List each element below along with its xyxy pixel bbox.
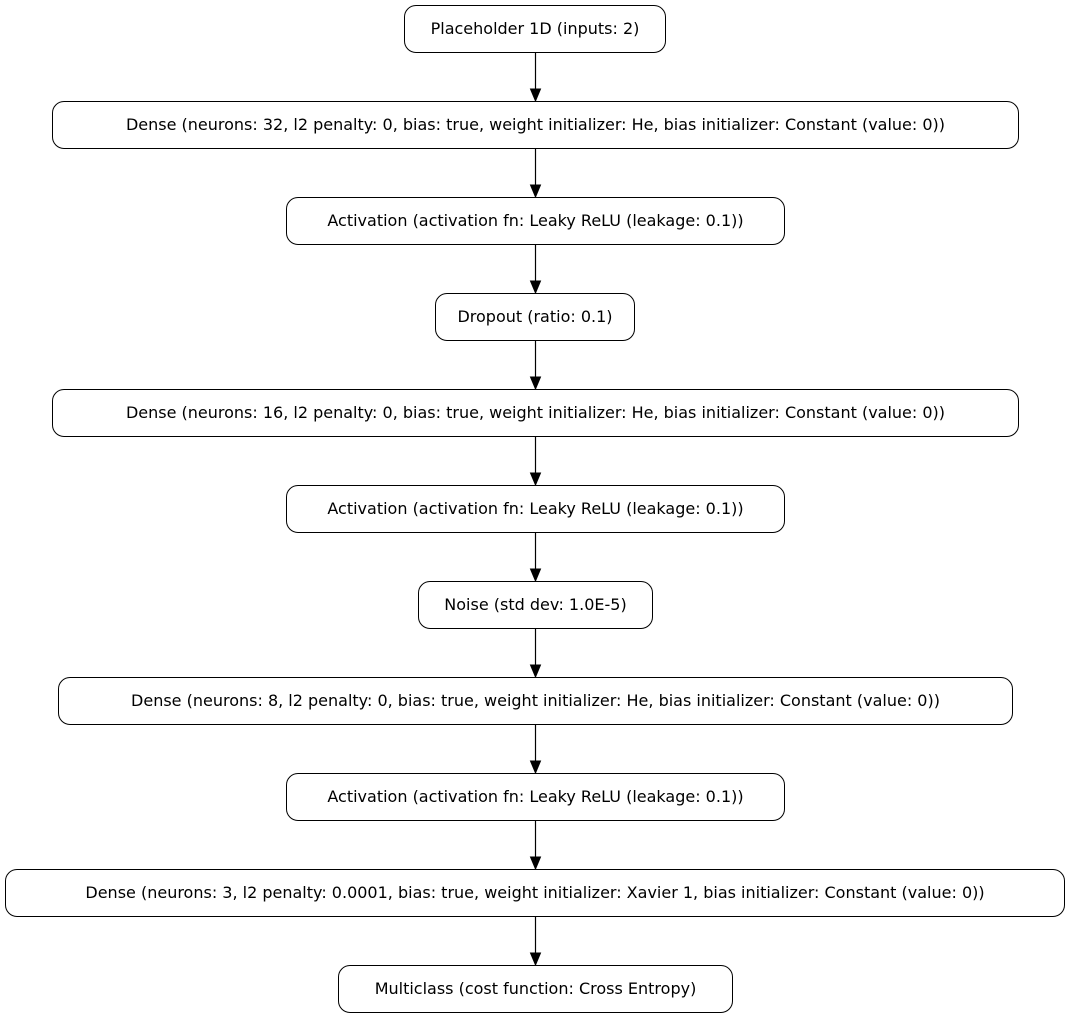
edge-arrow (529, 341, 542, 391)
arrowhead (529, 472, 542, 487)
edge-arrow (529, 245, 542, 295)
edge-arrow (529, 437, 542, 487)
arrowhead (529, 88, 542, 103)
edge-arrow (529, 821, 542, 871)
node-label: Dense (neurons: 8, l2 penalty: 0, bias: … (131, 691, 940, 710)
arrowhead (529, 568, 542, 583)
edge-arrow (529, 149, 542, 199)
node-label: Activation (activation fn: Leaky ReLU (l… (327, 499, 744, 518)
node-label: Activation (activation fn: Leaky ReLU (l… (327, 787, 744, 806)
node-activation-1: Activation (activation fn: Leaky ReLU (l… (286, 197, 785, 245)
node-label: Dense (neurons: 16, l2 penalty: 0, bias:… (125, 403, 946, 422)
node-activation-3: Activation (activation fn: Leaky ReLU (l… (286, 773, 785, 821)
node-label: Multiclass (cost function: Cross Entropy… (374, 979, 697, 998)
node-noise: Noise (std dev: 1.0E-5) (418, 581, 653, 629)
edge-arrow (529, 725, 542, 775)
node-label: Dropout (ratio: 0.1) (457, 307, 613, 326)
node-label: Dense (neurons: 3, l2 penalty: 0.0001, b… (85, 883, 985, 902)
node-label: Activation (activation fn: Leaky ReLU (l… (327, 211, 744, 230)
edge-arrow (529, 917, 542, 967)
node-label: Noise (std dev: 1.0E-5) (444, 595, 627, 614)
arrowhead (529, 184, 542, 199)
edge-arrow (529, 53, 542, 103)
node-dense-32: Dense (neurons: 32, l2 penalty: 0, bias:… (52, 101, 1019, 149)
node-dense-16: Dense (neurons: 16, l2 penalty: 0, bias:… (52, 389, 1019, 437)
node-multiclass: Multiclass (cost function: Cross Entropy… (338, 965, 733, 1013)
edge-arrow (529, 629, 542, 679)
node-dense-3: Dense (neurons: 3, l2 penalty: 0.0001, b… (5, 869, 1065, 917)
arrowhead (529, 664, 542, 679)
arrowhead (529, 952, 542, 967)
arrowhead (529, 376, 542, 391)
node-label: Dense (neurons: 32, l2 penalty: 0, bias:… (125, 115, 946, 134)
node-placeholder-1d: Placeholder 1D (inputs: 2) (404, 5, 666, 53)
node-activation-2: Activation (activation fn: Leaky ReLU (l… (286, 485, 785, 533)
node-label: Placeholder 1D (inputs: 2) (430, 19, 640, 38)
arrowhead (529, 856, 542, 871)
node-dense-8: Dense (neurons: 8, l2 penalty: 0, bias: … (58, 677, 1013, 725)
edge-arrow (529, 533, 542, 583)
arrowhead (529, 760, 542, 775)
arrowhead (529, 280, 542, 295)
node-dropout: Dropout (ratio: 0.1) (435, 293, 635, 341)
